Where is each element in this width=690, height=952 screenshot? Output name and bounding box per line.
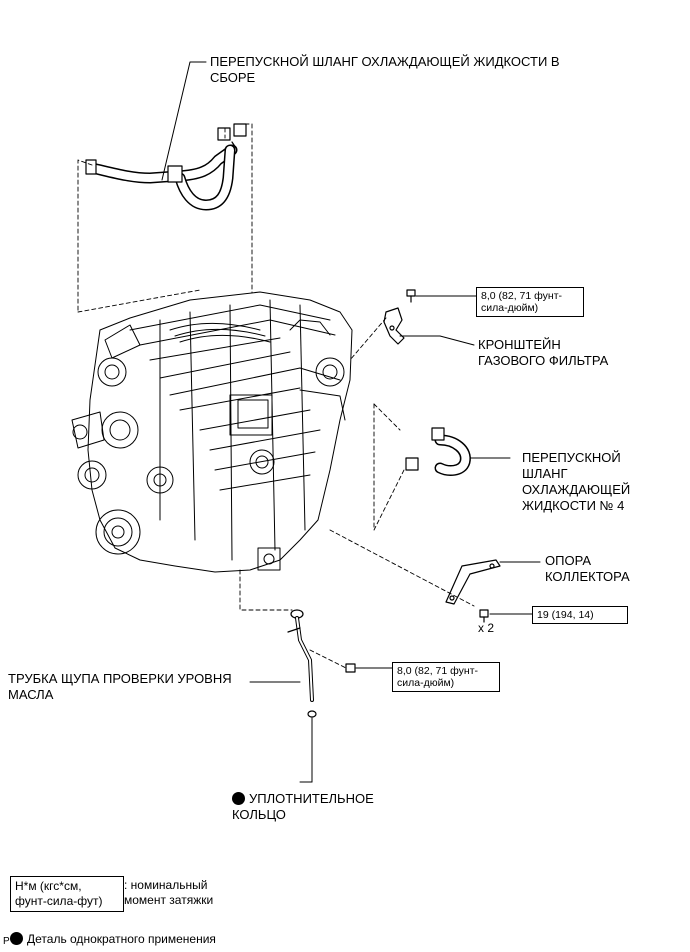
o-ring-text: УПЛОТНИТЕЛЬНОЕ КОЛЬЦО xyxy=(232,791,374,822)
oil-dipstick-tube xyxy=(287,609,317,718)
label-bypass-hose-4: ПЕРЕПУСКНОЙ ШЛАНГ ОХЛАЖДАЮЩЕЙ ЖИДКОСТИ №… xyxy=(522,450,631,513)
legend-unit-description: : номинальный момент затяжки xyxy=(124,878,214,907)
non-reusable-legend-icon xyxy=(10,932,23,945)
torque-box-tube-bolt: 8,0 (82, 71 фунт- сила-дюйм) xyxy=(392,662,500,692)
torque-box-bracket-bolt: 8,0 (82, 71 фунт- сила-дюйм) xyxy=(476,287,584,317)
quantity-label: x 2 xyxy=(478,621,495,635)
legend-non-reusable: Деталь однократного применения xyxy=(10,915,216,947)
coolant-bypass-hose-4 xyxy=(405,427,471,476)
torque-box-stay-bolt: 19 (194, 14) xyxy=(532,606,628,624)
label-gas-filter-bracket: КРОНШТЕЙН ГАЗОВОГО ФИЛЬТРА xyxy=(478,337,609,368)
label-bypass-hose-assembly: ПЕРЕПУСКНОЙ ШЛАНГ ОХЛАЖДАЮЩЕЙ ЖИДКОСТИ В… xyxy=(210,54,560,85)
tube-bolt xyxy=(345,663,356,673)
non-reusable-icon xyxy=(232,792,245,805)
label-dipstick-tube: ТРУБКА ЩУПА ПРОВЕРКИ УРОВНЯ МАСЛА xyxy=(8,671,232,702)
legend-unit-box: Н*м (кгс*см, фунт-сила-фут) xyxy=(10,876,124,912)
coolant-bypass-hose-assembly xyxy=(85,123,247,211)
manifold-stay xyxy=(445,559,501,605)
engine-block xyxy=(71,291,353,573)
gas-filter-bracket xyxy=(383,289,416,345)
label-manifold-stay: ОПОРА КОЛЛЕКТОРА xyxy=(545,553,630,584)
stay-bolt xyxy=(479,609,489,623)
legend-non-reusable-text: Деталь однократного применения xyxy=(27,932,216,946)
label-o-ring: УПЛОТНИТЕЛЬНОЕ КОЛЬЦО xyxy=(232,775,374,823)
corner-mark: P xyxy=(3,936,10,947)
